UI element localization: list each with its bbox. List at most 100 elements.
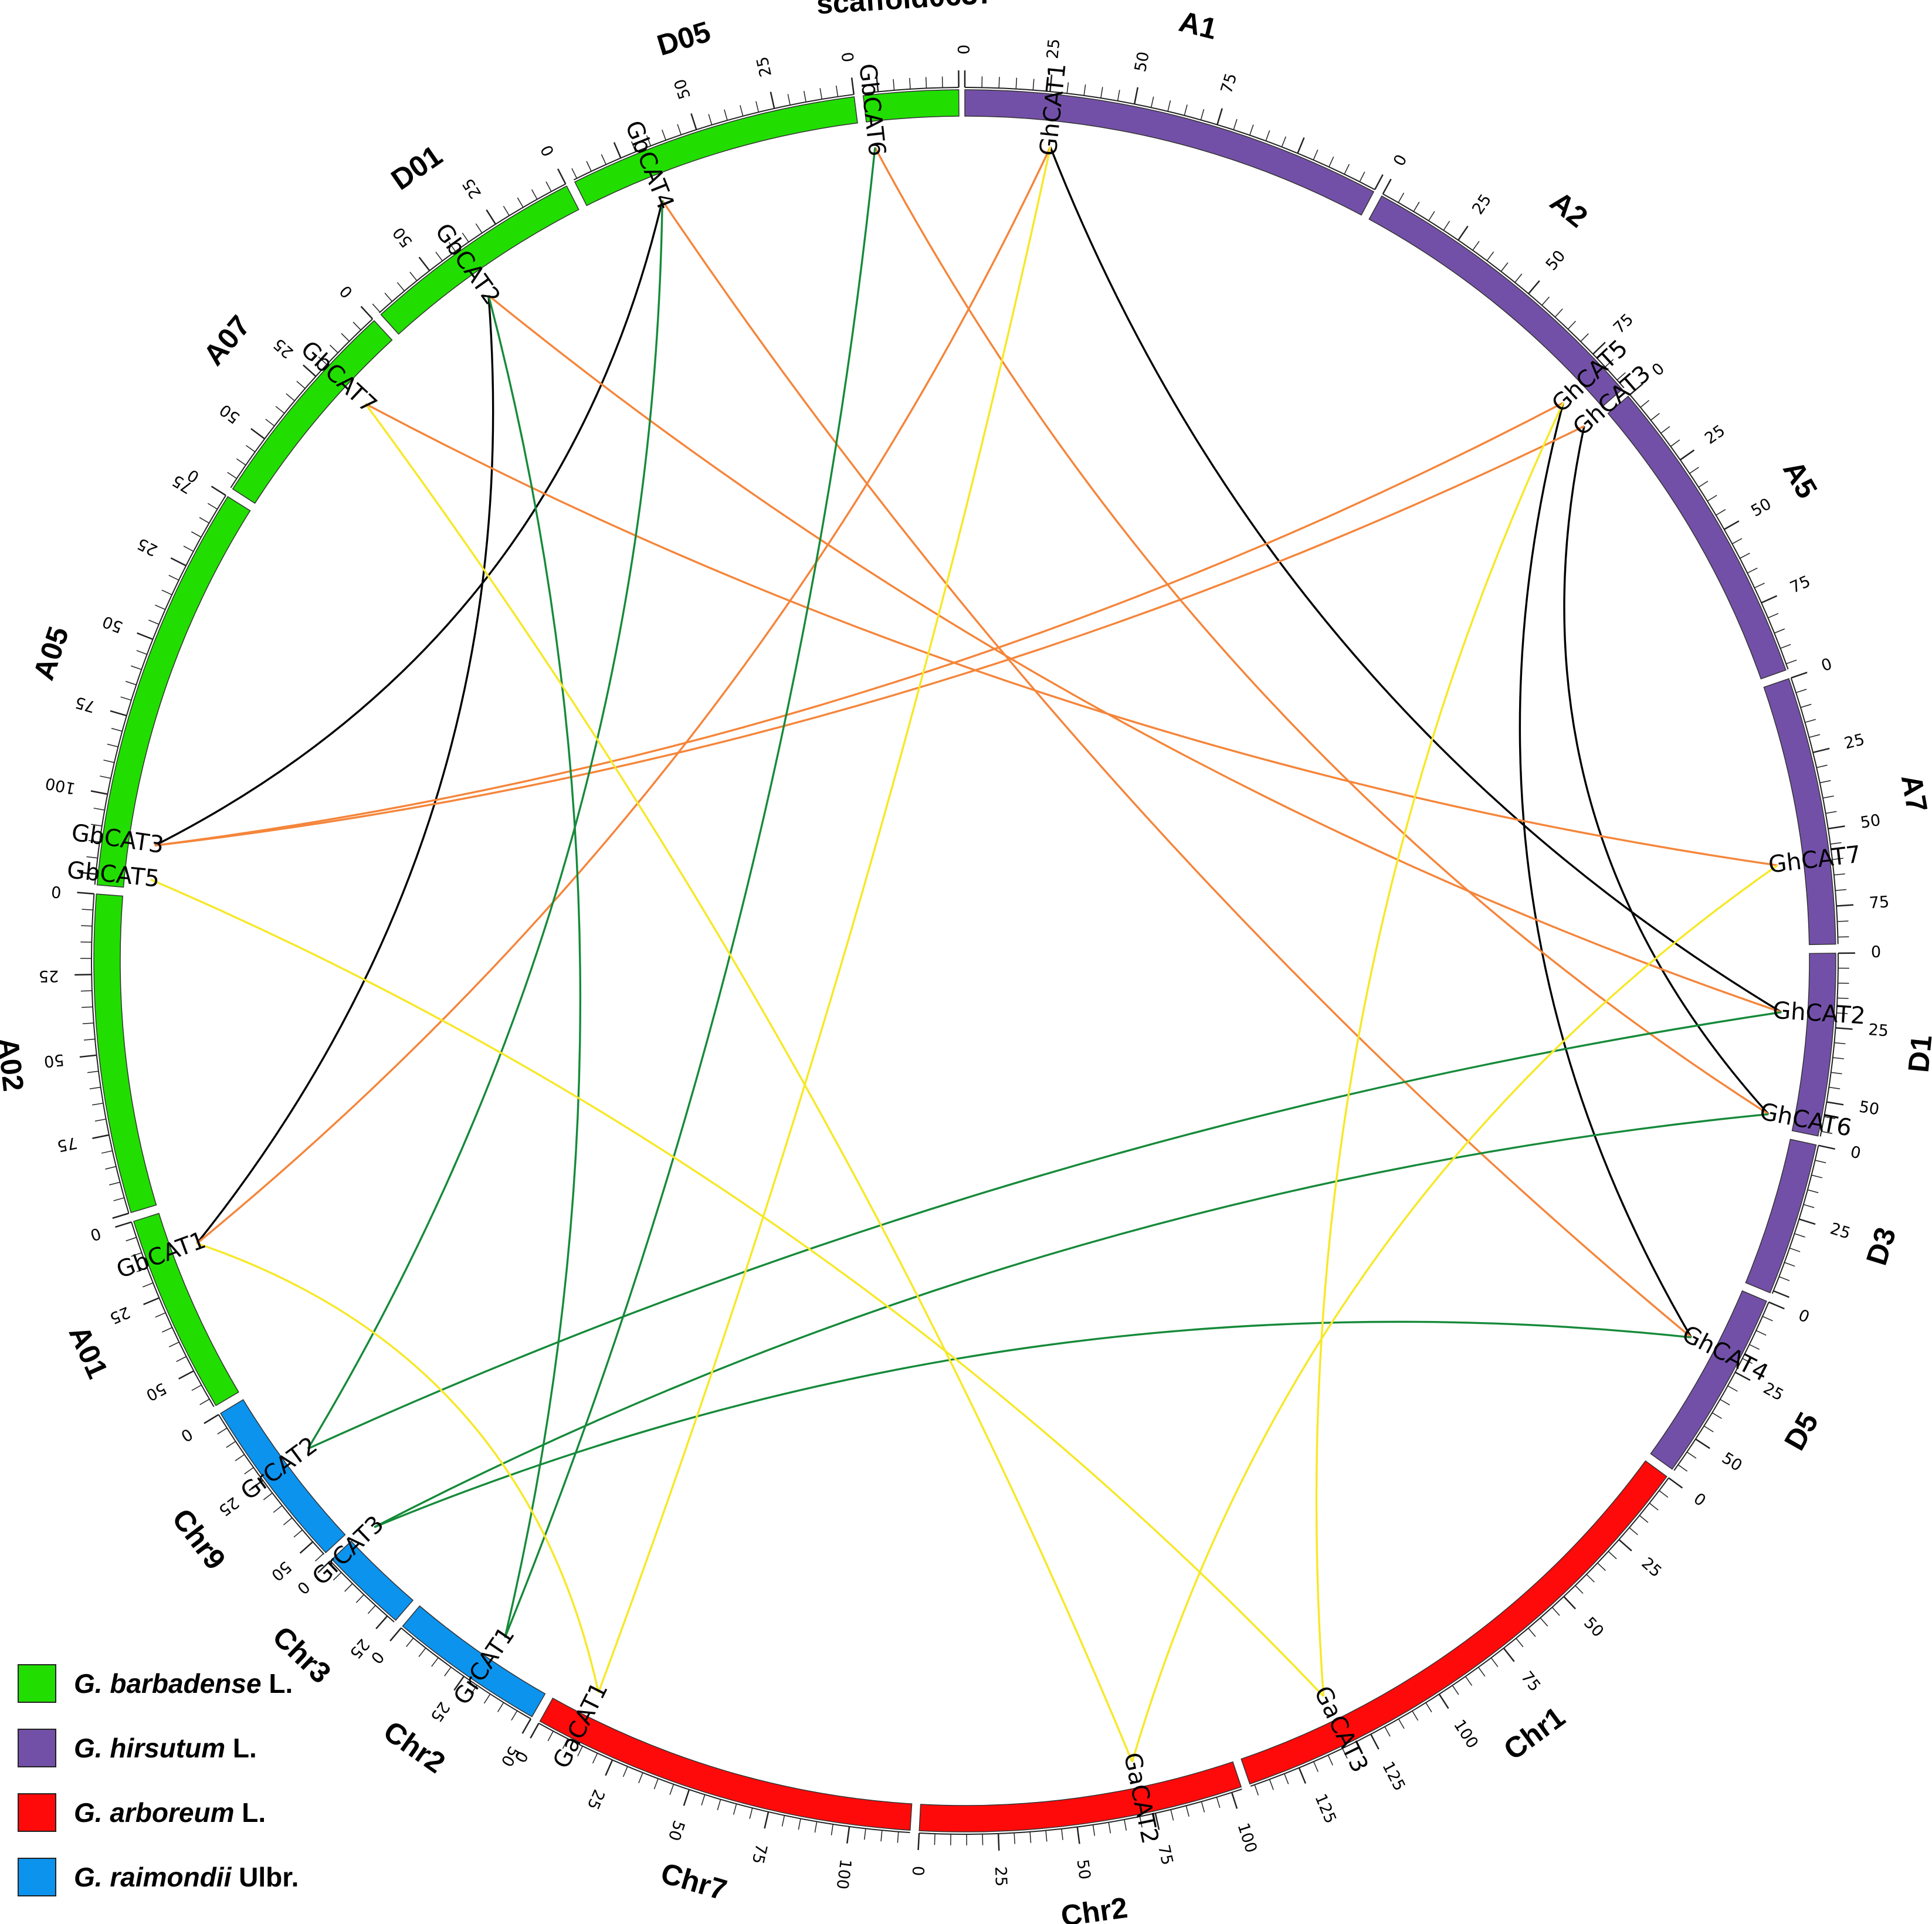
tick-mark bbox=[88, 840, 100, 843]
legend-swatch-barbadense bbox=[18, 1664, 56, 1703]
tick-mark bbox=[137, 632, 154, 641]
tick-label: 25 bbox=[991, 1866, 1010, 1887]
tick-label: 0 bbox=[50, 882, 62, 901]
tick-mark bbox=[1734, 1371, 1751, 1381]
tick-mark bbox=[1472, 240, 1480, 251]
tick-mark bbox=[1586, 1574, 1595, 1583]
chromosome-hirsutum-a7 bbox=[1763, 678, 1836, 946]
tick-mark bbox=[1754, 582, 1765, 588]
tick-mark bbox=[115, 1221, 132, 1228]
chromosome-hirsutum-a1 bbox=[964, 89, 1375, 216]
tick-mark bbox=[1698, 480, 1709, 488]
tick-mark bbox=[875, 74, 879, 92]
tick-mark bbox=[1284, 1773, 1289, 1784]
tick-mark bbox=[1298, 1767, 1307, 1784]
tick-label: 0 bbox=[537, 142, 558, 159]
tick-label: 75 bbox=[1787, 573, 1813, 597]
tick-mark bbox=[562, 1738, 568, 1749]
tick-mark bbox=[296, 381, 306, 389]
legend-label-hirsutum: G. hirsutum L. bbox=[74, 1733, 257, 1763]
tick-mark bbox=[1592, 341, 1606, 355]
tick-mark bbox=[77, 892, 94, 895]
tick-mark bbox=[475, 223, 483, 233]
legend-swatch-hirsutum bbox=[18, 1729, 56, 1767]
tick-axis-a2 bbox=[1382, 193, 1625, 388]
tick-mark bbox=[1413, 201, 1420, 212]
tick-mark bbox=[92, 1134, 110, 1139]
tick-axis-chr2 bbox=[919, 1788, 1242, 1835]
tick-label: 125 bbox=[1311, 1791, 1340, 1827]
tick-mark bbox=[92, 1102, 104, 1106]
link-gbcat5-gacat3 bbox=[150, 878, 1324, 1697]
gene-label-ghcat1: GhCAT1 bbox=[1035, 62, 1071, 157]
tick-mark bbox=[1100, 87, 1103, 99]
link-ghcat1-gbcat1 bbox=[196, 146, 1052, 1245]
tick-mark bbox=[1768, 1301, 1785, 1310]
tick-mark bbox=[653, 1778, 659, 1790]
tick-mark bbox=[781, 1815, 785, 1827]
tick-mark bbox=[299, 1541, 314, 1554]
tick-mark bbox=[1768, 613, 1779, 619]
tick-mark bbox=[273, 1505, 283, 1513]
tick-mark bbox=[143, 1297, 160, 1305]
tick-mark bbox=[1374, 174, 1384, 190]
tick-mark bbox=[183, 546, 194, 552]
tick-mark bbox=[1660, 426, 1670, 434]
tick-mark bbox=[462, 232, 469, 243]
chromosome-label-a02: A02 bbox=[0, 1036, 30, 1093]
tick-mark bbox=[87, 1071, 99, 1073]
link-ghcat1-gacat1 bbox=[597, 147, 1052, 1693]
tick-mark bbox=[1428, 211, 1435, 221]
tick-mark bbox=[263, 1492, 273, 1500]
tick-mark bbox=[1061, 1828, 1063, 1840]
tick-mark bbox=[333, 1572, 342, 1581]
tick-mark bbox=[170, 557, 187, 567]
tick-label: 75 bbox=[73, 693, 97, 716]
tick-label: 0 bbox=[909, 1865, 927, 1876]
tick-label: 50 bbox=[143, 1379, 170, 1405]
tick-mark bbox=[1803, 1204, 1815, 1208]
chromosome-label-d1: D1 bbox=[1902, 1034, 1932, 1074]
tick-label: 0 bbox=[336, 282, 356, 302]
tick-label: 75 bbox=[1154, 1843, 1177, 1867]
tick-mark bbox=[94, 1119, 106, 1122]
tick-axis-d3 bbox=[1771, 1145, 1819, 1294]
tick-mark bbox=[103, 759, 115, 763]
tick-mark bbox=[1686, 1451, 1697, 1459]
tick-mark bbox=[318, 356, 327, 365]
chromosome-label-a07: A07 bbox=[197, 309, 257, 371]
chromosome-barbadense-a01 bbox=[133, 1212, 239, 1407]
tick-mark bbox=[1800, 703, 1812, 708]
tick-mark bbox=[207, 503, 218, 510]
tick-mark bbox=[360, 306, 374, 320]
tick-mark bbox=[787, 94, 791, 106]
tick-label: 25 bbox=[1760, 1379, 1787, 1405]
tick-mark bbox=[275, 406, 285, 414]
tick-axis-chr7 bbox=[538, 1722, 910, 1834]
tick-mark bbox=[1815, 1160, 1826, 1164]
legend-item-arboreum: G. arboreum L. bbox=[18, 1789, 299, 1836]
tick-mark bbox=[1201, 1801, 1205, 1813]
tick-mark bbox=[1551, 1607, 1560, 1616]
legend-item-hirsutum: G. hirsutum L. bbox=[18, 1725, 299, 1771]
legend-swatch-raimondii bbox=[18, 1858, 56, 1896]
tick-label: 25 bbox=[1638, 1554, 1665, 1581]
tick-mark bbox=[155, 604, 166, 610]
tick-mark bbox=[605, 1759, 614, 1776]
chromosome-raimondii-chr9 bbox=[220, 1399, 346, 1554]
tick-mark bbox=[1297, 137, 1305, 154]
tick-mark bbox=[1167, 100, 1171, 111]
tick-mark bbox=[136, 650, 147, 655]
tick-label: 0 bbox=[1690, 1489, 1709, 1510]
tick-mark bbox=[418, 1647, 426, 1657]
chromosome-hirsutum-d5 bbox=[1650, 1290, 1767, 1470]
tick-label: 25 bbox=[346, 1635, 373, 1662]
tick-mark bbox=[1580, 333, 1589, 342]
chromosome-raimondii-chr3 bbox=[331, 1540, 414, 1621]
link-gbcat7-ghcat7 bbox=[365, 402, 1778, 866]
link-gbcat1-gacat1 bbox=[196, 1242, 600, 1693]
tick-mark bbox=[557, 168, 567, 185]
tick-label: 25 bbox=[426, 1698, 453, 1725]
legend-label-arboreum: G. arboreum L. bbox=[74, 1797, 266, 1828]
